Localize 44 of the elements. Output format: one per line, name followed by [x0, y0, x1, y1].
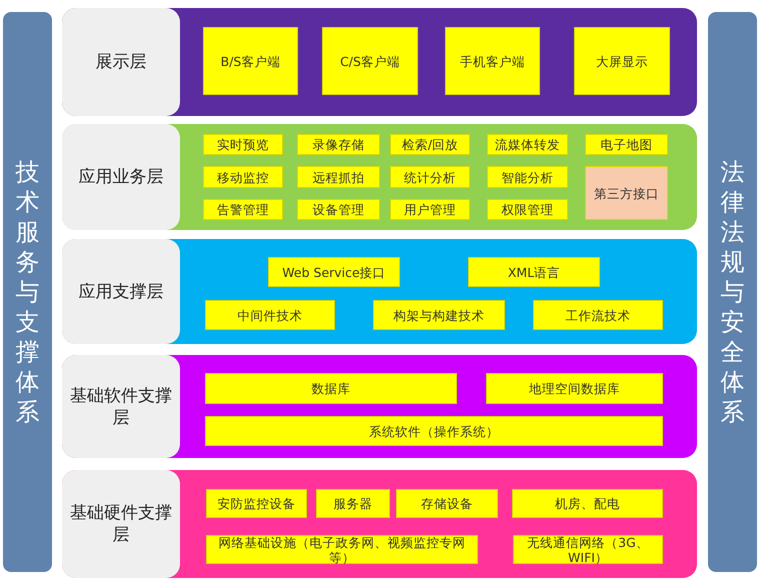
module-box: C/S客户端 — [322, 27, 418, 95]
layer-label: 展示层 — [62, 8, 180, 116]
module-box: 智能分析 — [487, 166, 568, 188]
module-box: 工作流技术 — [533, 300, 663, 330]
module-box: 系统软件（操作系统） — [205, 416, 663, 446]
layer-band — [62, 470, 697, 578]
module-box: 地理空间数据库 — [486, 373, 663, 404]
layer-label: 基础软件支撑层 — [62, 355, 180, 458]
module-box: 无线通信网络（3G、WIFI） — [513, 535, 663, 564]
module-box: 流媒体转发 — [487, 134, 568, 155]
module-box: 远程抓拍 — [297, 166, 380, 188]
module-box: 大屏显示 — [574, 27, 670, 95]
module-box: 录像存储 — [297, 134, 380, 155]
module-box: 安防监控设备 — [206, 489, 307, 518]
module-box: 告警管理 — [203, 199, 283, 220]
layer-band — [62, 124, 697, 230]
module-box: 设备管理 — [297, 199, 380, 220]
layer-label: 应用支撑层 — [62, 239, 180, 344]
layer-band — [62, 355, 697, 458]
module-box: Web Service接口 — [268, 257, 400, 287]
module-box: 数据库 — [205, 373, 457, 404]
module-box: XML语言 — [468, 257, 600, 287]
layer-band — [62, 8, 697, 116]
module-box: 检索/回放 — [390, 134, 470, 155]
module-box: 机房、配电 — [512, 489, 663, 518]
module-box: 存储设备 — [396, 489, 498, 518]
module-box: 用户管理 — [390, 199, 470, 220]
module-box: 网络基础设施（电子政务网、视频监控专网等） — [206, 535, 478, 564]
module-box: 电子地图 — [585, 134, 668, 155]
module-box: B/S客户端 — [203, 27, 298, 95]
module-box: 服务器 — [316, 489, 390, 518]
module-box: 实时预览 — [203, 134, 283, 155]
module-box: 统计分析 — [390, 166, 470, 188]
module-box: 中间件技术 — [205, 300, 335, 330]
side-pillar: 法律法规与安全体系 — [708, 12, 757, 572]
module-box: 权限管理 — [487, 199, 568, 220]
module-box: 移动监控 — [203, 166, 283, 188]
module-box: 构架与构建技术 — [373, 300, 505, 330]
layer-band — [62, 239, 697, 344]
layer-label: 应用业务层 — [62, 124, 180, 230]
module-box: 第三方接口 — [585, 166, 668, 220]
side-pillar: 技术服务与支撑体系 — [3, 12, 52, 572]
module-box: 手机客户端 — [445, 27, 540, 95]
layer-label: 基础硬件支撑层 — [62, 470, 180, 578]
